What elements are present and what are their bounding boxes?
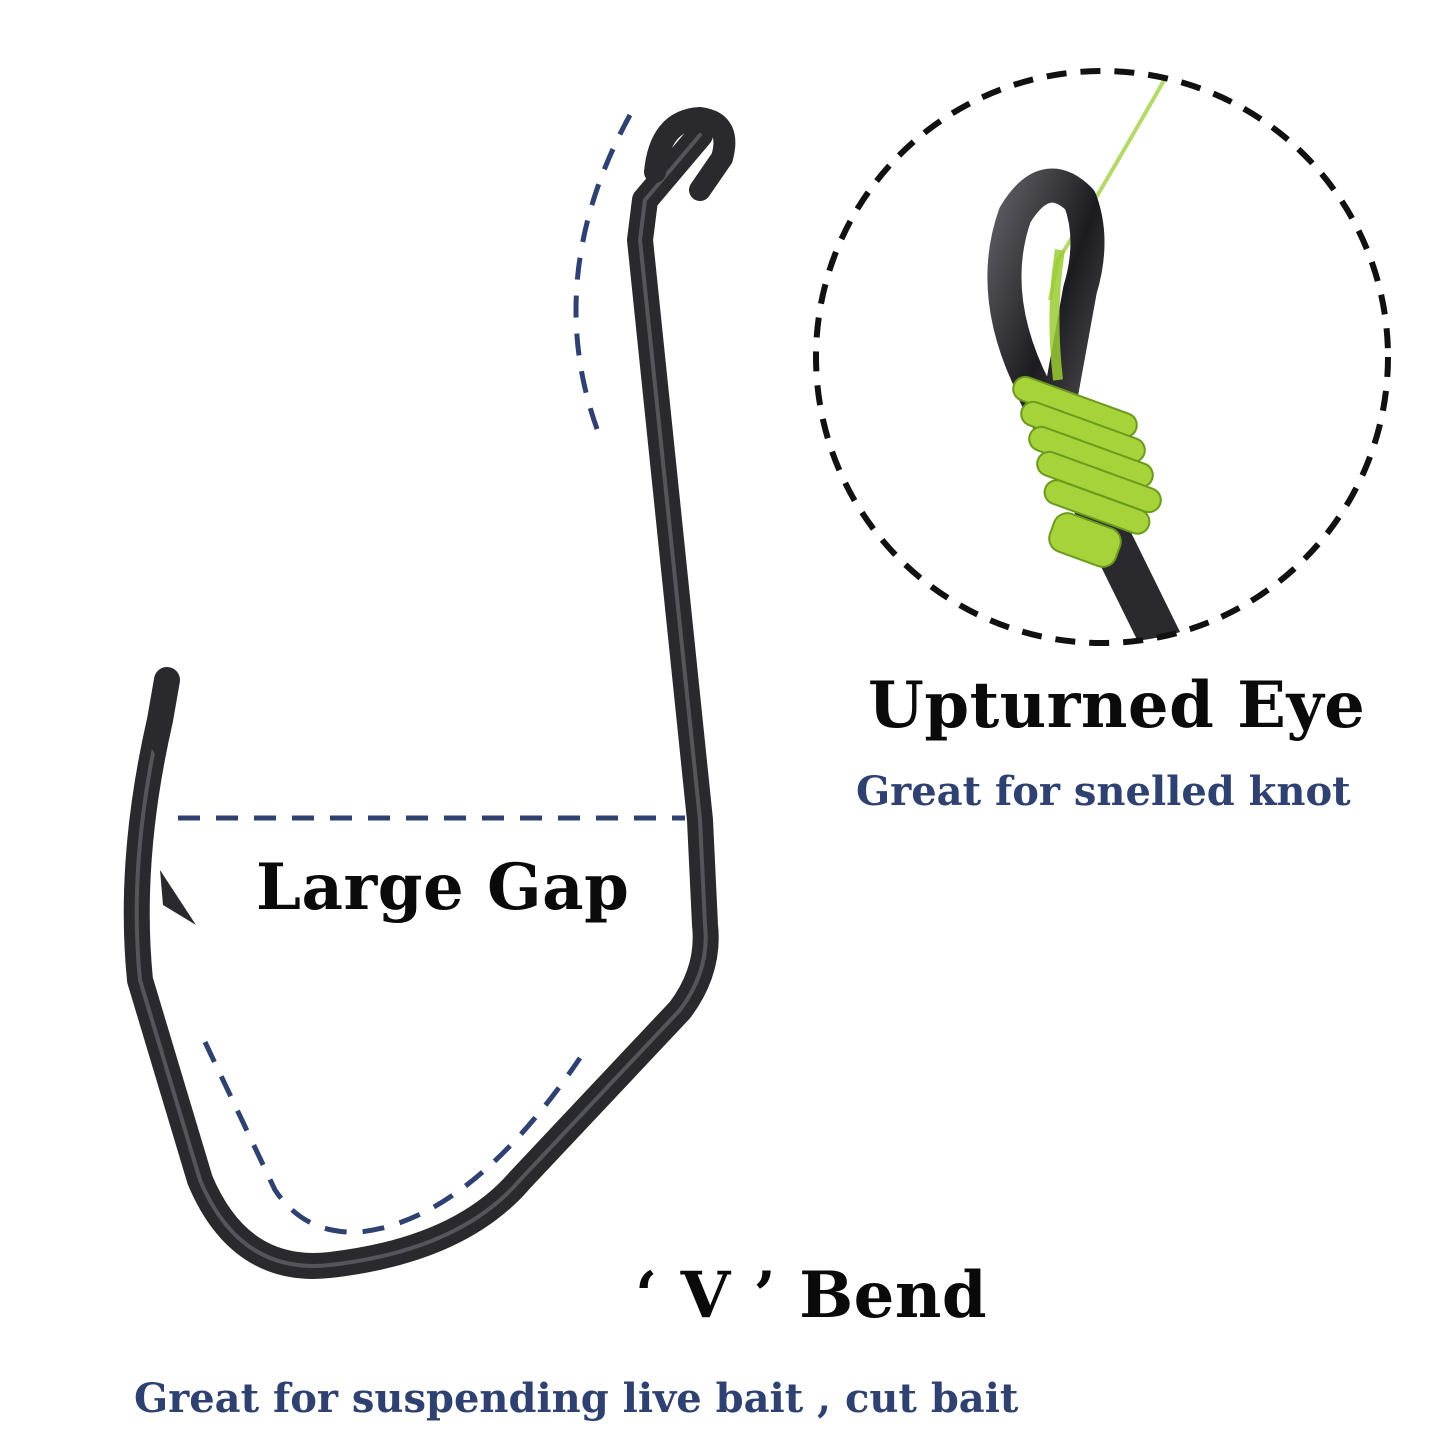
inset-line-through-eye	[1049, 249, 1065, 381]
hook-barb	[160, 870, 196, 925]
fishing-hook-illustration	[123, 106, 736, 1279]
inset-dashed-circle	[813, 68, 1391, 646]
eye-detail-inset	[813, 68, 1391, 646]
hook-eye	[644, 106, 736, 201]
v-bend-caption: Great for suspending live bait , cut bai…	[134, 1375, 1019, 1422]
hook-point	[150, 676, 167, 760]
v-bend-guide	[202, 1040, 583, 1235]
hook-shank	[123, 122, 719, 1279]
inset-hook-eye-ring	[987, 168, 1105, 409]
v-bend-title: ‘ V ’ Bend	[635, 1258, 988, 1333]
upturned-eye-caption: Great for snelled knot	[856, 768, 1351, 815]
upturned-eye-title: Upturned Eye	[868, 668, 1366, 743]
large-gap-title: Large Gap	[256, 850, 630, 925]
eye-curve-guide	[573, 113, 633, 438]
snelled-knot-wraps	[1012, 375, 1162, 568]
dashed-guides	[178, 113, 685, 1235]
hook-shank-highlight	[134, 133, 708, 1268]
